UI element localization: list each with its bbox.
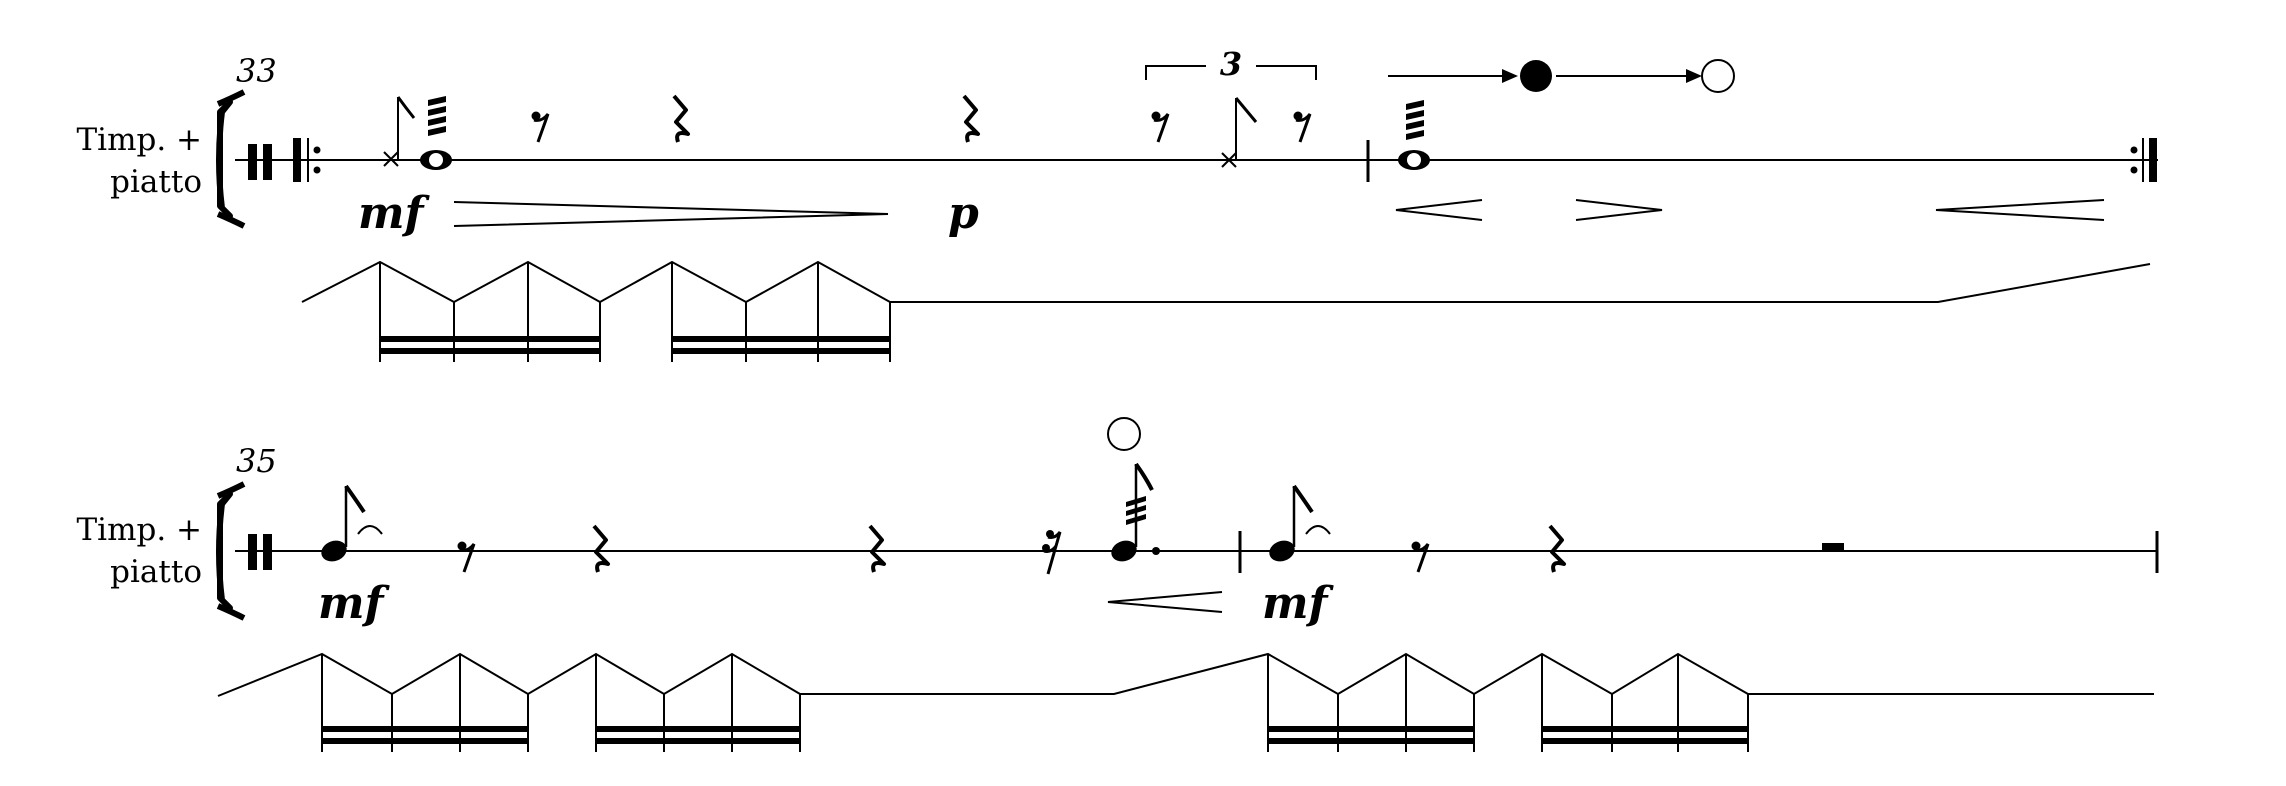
envelope-graphic [217, 652, 2154, 752]
quarter-rest [1548, 524, 1566, 573]
whole-note-tremolo [420, 96, 452, 170]
envelope-graphic [301, 260, 2151, 362]
dynamic-mark: p [948, 188, 979, 239]
cross-notehead-grace [383, 96, 416, 167]
eighth-rest [1151, 111, 1170, 143]
quarter-rest [962, 94, 980, 143]
measure-number: 33 [236, 52, 277, 90]
open-circle-icon [1107, 417, 1141, 451]
instrument-name-line2: piatto [110, 554, 202, 590]
percussion-clef [248, 144, 272, 180]
measure-number: 35 [236, 442, 277, 480]
dynamic-mark: mf [358, 188, 431, 239]
instrument-name-line2: piatto [110, 164, 202, 200]
half-rest [1822, 543, 1844, 551]
laissez-vibrer-tie [1305, 525, 1331, 535]
system-bracket [216, 99, 233, 219]
tuplet-number: 3 [1220, 45, 1242, 83]
crescendo-hairpin [1107, 591, 1223, 613]
whole-note-tremolo [1398, 100, 1430, 170]
cross-notehead-eighth [1221, 97, 1258, 168]
percussion-clef [248, 534, 272, 570]
eighth-note [321, 484, 383, 562]
eighth-note [1269, 484, 1331, 562]
eighth-rest [457, 541, 476, 573]
quarter-rest [868, 524, 886, 573]
instrument-name-line1: Timp. + [76, 512, 202, 548]
diminuendo-hairpin [1575, 199, 1663, 221]
crescendo-hairpin [1935, 199, 2105, 221]
eighth-rest [1293, 111, 1312, 143]
dynamic-mark: mf [318, 578, 391, 629]
instrument-name-line1: Timp. + [76, 122, 202, 158]
repeat-start-barline [293, 138, 321, 182]
crescendo-hairpin [1395, 199, 1483, 221]
quarter-rest [592, 524, 610, 573]
eighth-rest [531, 111, 550, 143]
diminuendo-hairpin [453, 201, 889, 227]
system-bracket [216, 491, 233, 611]
dynamic-mark: mf [1262, 578, 1335, 629]
eighth-rest [1411, 541, 1430, 573]
dotted-note-tremolo [1111, 462, 1160, 562]
playing-position-arrows [1388, 59, 1735, 93]
sixteenth-rest [1042, 530, 1062, 575]
tuplet-bracket: 3 [1145, 45, 1317, 83]
system-2: 35 Timp. + piatto [76, 417, 2159, 752]
system-1: 33 Timp. + piatto [76, 45, 2158, 362]
repeat-end-barline [2130, 138, 2157, 182]
open-circle-icon [1701, 59, 1735, 93]
filled-circle-icon [1520, 60, 1552, 92]
laissez-vibrer-tie [357, 525, 383, 535]
quarter-rest [672, 94, 690, 143]
